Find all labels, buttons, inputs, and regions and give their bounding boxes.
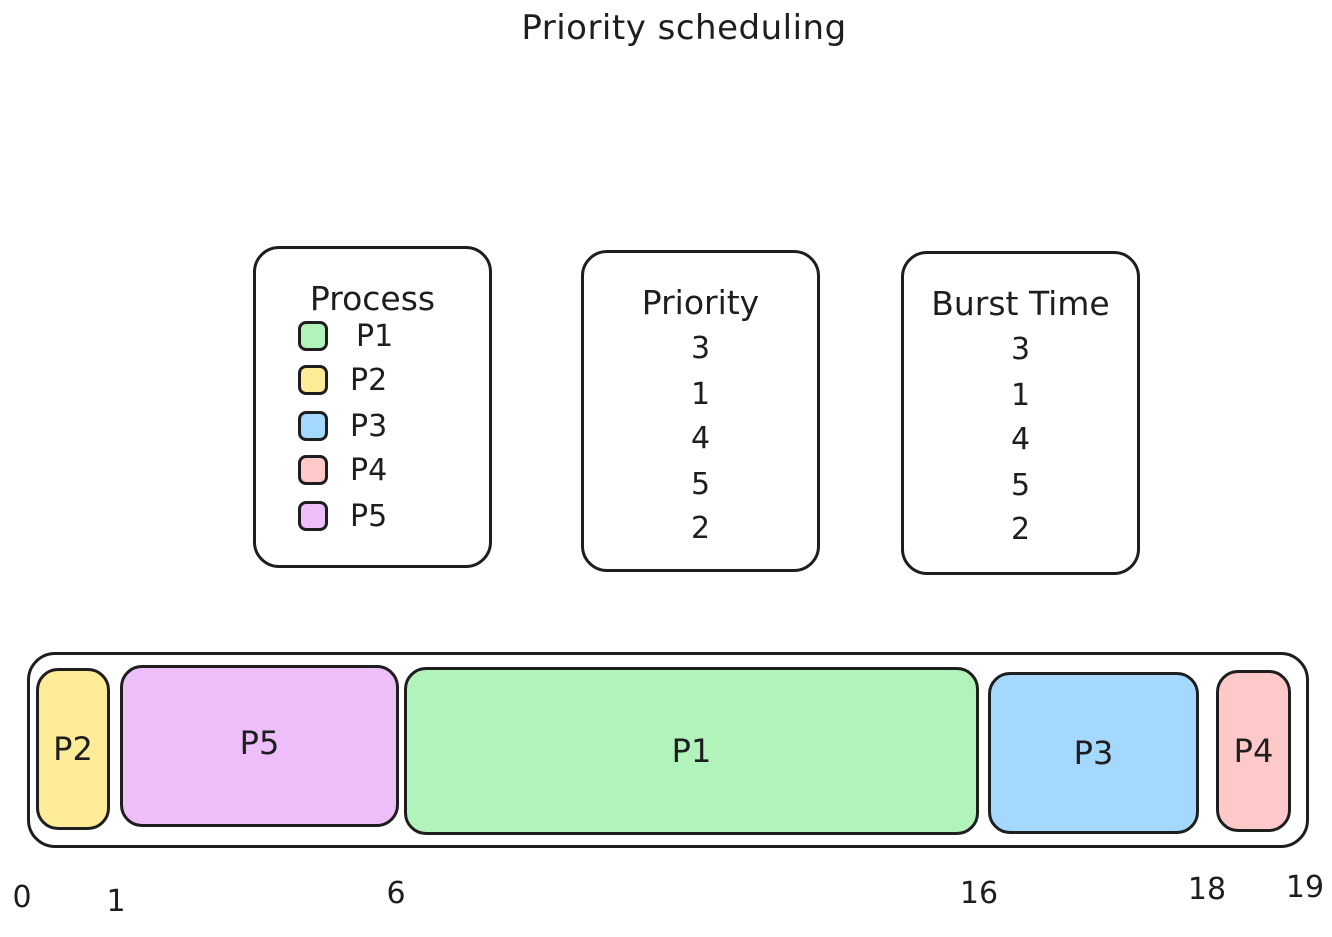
p2-color-swatch bbox=[298, 365, 328, 395]
burst-value-p2: 1 bbox=[1010, 378, 1031, 413]
priority-value-p3: 4 bbox=[690, 421, 711, 456]
gantt-timeline bbox=[27, 652, 1309, 848]
gantt-segment-p3: P3 bbox=[988, 672, 1199, 834]
gantt-label-p5: P5 bbox=[239, 724, 280, 762]
time-tick-19: 19 bbox=[1285, 870, 1325, 905]
priority-value-p1: 3 bbox=[690, 331, 711, 366]
burst-time-box: Burst Time 3 1 4 5 2 bbox=[901, 251, 1140, 575]
burst-value-p5: 2 bbox=[1010, 512, 1031, 547]
time-tick-6: 6 bbox=[386, 876, 406, 911]
priority-value-p2: 1 bbox=[690, 377, 711, 412]
priority-header: Priority bbox=[641, 283, 760, 322]
time-tick-0: 0 bbox=[12, 880, 32, 915]
gantt-segment-p5: P5 bbox=[120, 665, 399, 827]
legend-label-p5: P5 bbox=[350, 499, 388, 534]
legend-item-p3: P3 bbox=[298, 409, 478, 445]
process-header: Process bbox=[309, 279, 436, 318]
time-tick-18: 18 bbox=[1187, 872, 1227, 907]
legend-label-p2: P2 bbox=[350, 363, 388, 398]
priority-value-p4: 5 bbox=[690, 467, 711, 502]
burst-value-p3: 4 bbox=[1010, 422, 1031, 457]
gantt-segment-p4: P4 bbox=[1216, 670, 1291, 832]
legend-item-p2: P2 bbox=[298, 363, 478, 399]
p1-color-swatch bbox=[298, 321, 328, 351]
legend-label-p4: P4 bbox=[350, 453, 388, 488]
burst-value-p1: 3 bbox=[1010, 332, 1031, 367]
priority-value-p5: 2 bbox=[690, 511, 711, 546]
gantt-segment-p1: P1 bbox=[404, 667, 979, 835]
process-legend-box: Process P1 P2 P3 P4 P5 bbox=[253, 246, 492, 568]
gantt-label-p1: P1 bbox=[671, 732, 712, 770]
time-tick-16: 16 bbox=[959, 876, 999, 911]
gantt-label-p4: P4 bbox=[1233, 732, 1274, 770]
burst-time-header: Burst Time bbox=[931, 284, 1110, 323]
legend-item-p4: P4 bbox=[298, 453, 478, 489]
p3-color-swatch bbox=[298, 411, 328, 441]
p5-color-swatch bbox=[298, 501, 328, 531]
legend-label-p1: P1 bbox=[356, 319, 394, 354]
legend-label-p3: P3 bbox=[350, 409, 388, 444]
gantt-label-p2: P2 bbox=[53, 730, 93, 768]
time-tick-1: 1 bbox=[106, 884, 126, 919]
diagram-title: Priority scheduling bbox=[521, 8, 847, 48]
p4-color-swatch bbox=[298, 455, 328, 485]
legend-item-p5: P5 bbox=[298, 499, 478, 535]
priority-box: Priority 3 1 4 5 2 bbox=[581, 250, 820, 572]
burst-value-p4: 5 bbox=[1010, 468, 1031, 503]
legend-item-p1: P1 bbox=[298, 319, 478, 355]
gantt-segment-p2: P2 bbox=[36, 668, 110, 830]
gantt-label-p3: P3 bbox=[1073, 734, 1114, 772]
